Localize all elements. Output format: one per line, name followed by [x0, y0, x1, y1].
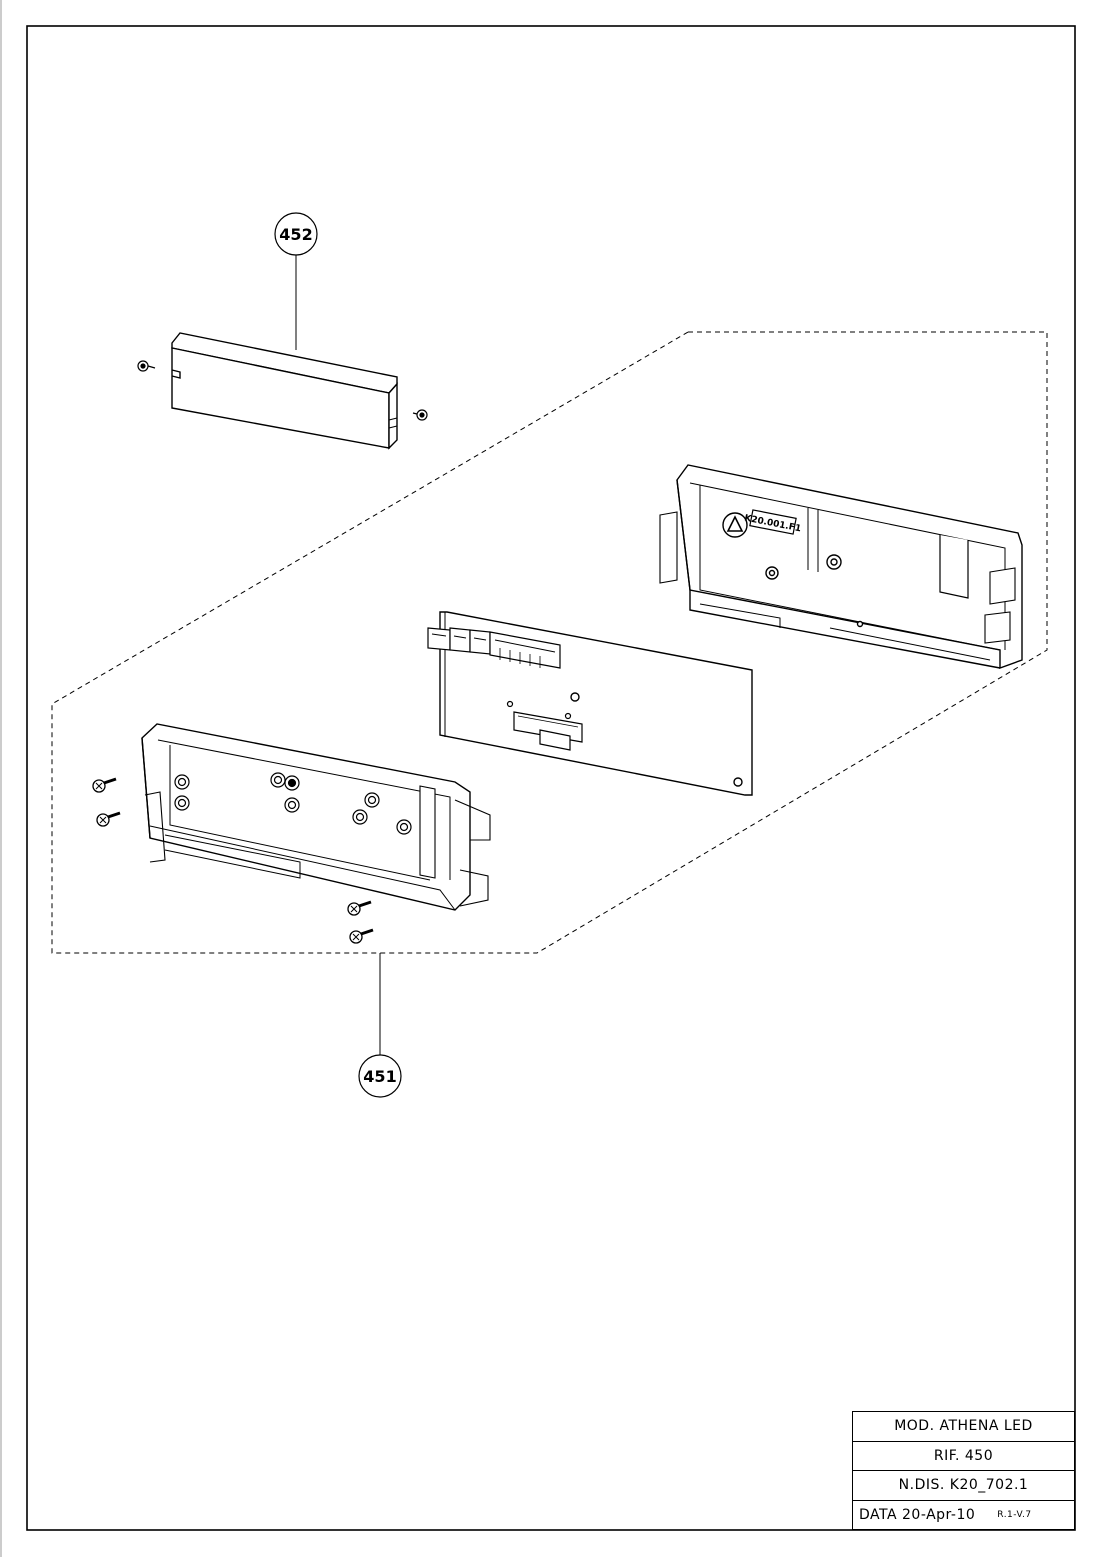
- front-panel-housing: [141, 723, 491, 911]
- title-block-drawing-number: N.DIS. K20_702.1: [853, 1471, 1074, 1501]
- callout-451: 451: [358, 953, 402, 1098]
- title-block-date: DATA 20-Apr-10 R.1-V.7: [853, 1501, 1074, 1531]
- revision-text: R.1-V.7: [997, 1510, 1032, 1521]
- title-block-reference: RIF. 450: [853, 1442, 1074, 1471]
- driver-screw-left: [137, 360, 156, 372]
- housing-logo: [722, 512, 748, 538]
- callout-452-label: 452: [279, 225, 312, 244]
- screw-1: [92, 777, 117, 793]
- driver-screw-right: [412, 409, 428, 421]
- callout-452: 452: [274, 212, 318, 350]
- led-driver-box: [171, 332, 398, 450]
- drawing-number-text: N.DIS. K20_702.1: [898, 1477, 1029, 1494]
- date-text: DATA 20-Apr-10: [859, 1507, 976, 1524]
- rear-housing: [659, 464, 1023, 669]
- callout-451-label: 451: [363, 1067, 396, 1086]
- front-panel-buttons: [174, 772, 412, 835]
- reference-text: RIF. 450: [933, 1447, 994, 1464]
- title-block: MOD. ATHENA LED RIF. 450 N.DIS. K20_702.…: [852, 1411, 1075, 1530]
- assembly-boundary: [51, 331, 1048, 954]
- title-block-model: MOD. ATHENA LED: [853, 1412, 1074, 1442]
- screw-4: [349, 928, 374, 944]
- screw-3: [347, 900, 372, 916]
- board-connectors-top: [427, 627, 561, 669]
- board-connector-bottom: [506, 700, 583, 751]
- drawing-frame: [26, 25, 1076, 1531]
- screw-2: [96, 811, 121, 827]
- model-text: MOD. ATHENA LED: [894, 1418, 1033, 1435]
